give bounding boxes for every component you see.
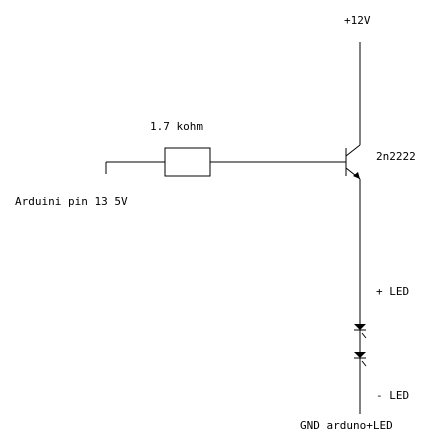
input-label: Arduini pin 13 5V (15, 195, 128, 208)
resistor-symbol (164, 147, 211, 177)
transistor-collector-leg (345, 144, 361, 157)
ground-label: GND arduno+LED (300, 419, 393, 432)
resistor-label: 1.7 kohm (150, 120, 203, 133)
led-1-emission-mark (361, 332, 367, 339)
supply-label: +12V (344, 14, 371, 27)
led-2-triangle (354, 352, 366, 358)
transistor-label: 2n2222 (376, 150, 416, 163)
led-1-triangle (354, 324, 366, 330)
led-plus-label: + LED (376, 285, 409, 298)
led-2-emission-mark (361, 360, 367, 367)
led-minus-label: - LED (376, 389, 409, 402)
emitter-arrow (353, 172, 360, 179)
